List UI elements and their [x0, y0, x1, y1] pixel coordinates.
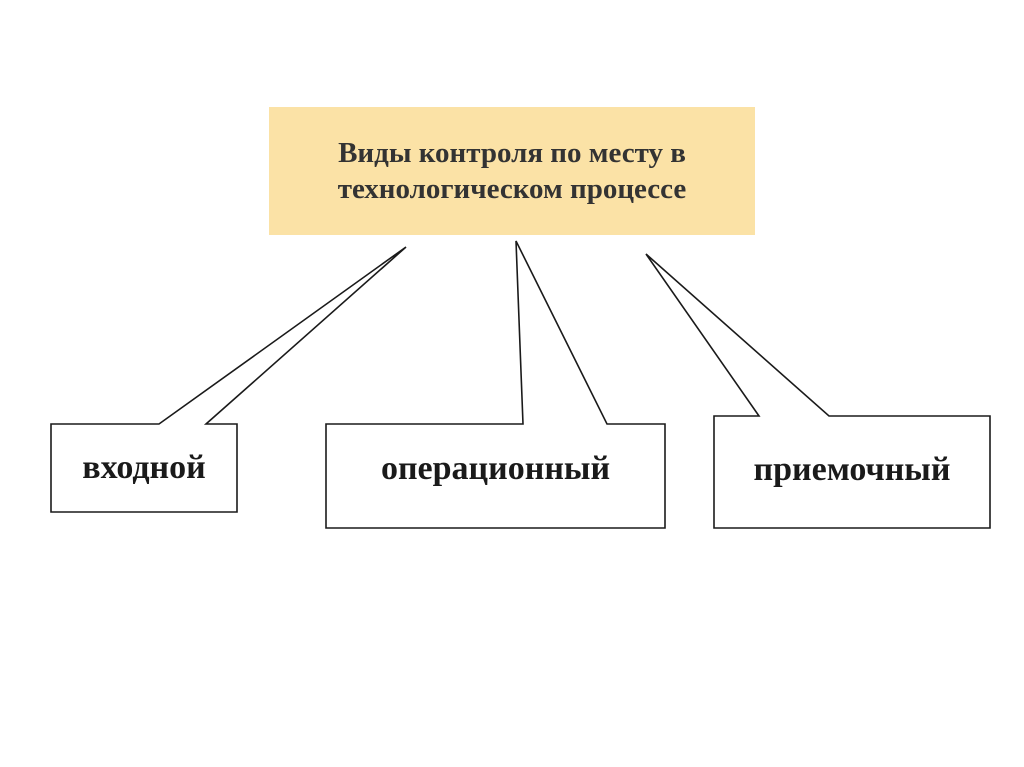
callout-acceptance-shape [645, 253, 991, 529]
node-input-label: входной [82, 449, 206, 486]
callout-input-shape [50, 246, 407, 513]
title-box-shape [269, 107, 755, 235]
callout-operational-shape [325, 240, 666, 529]
title-box: Виды контроля по месту в технологическом… [269, 107, 755, 235]
node-acceptance-label: приемочный [753, 451, 951, 488]
node-operational-label: операционный [380, 450, 611, 487]
diagram-title: Виды контроля по месту в технологическом… [337, 137, 687, 205]
